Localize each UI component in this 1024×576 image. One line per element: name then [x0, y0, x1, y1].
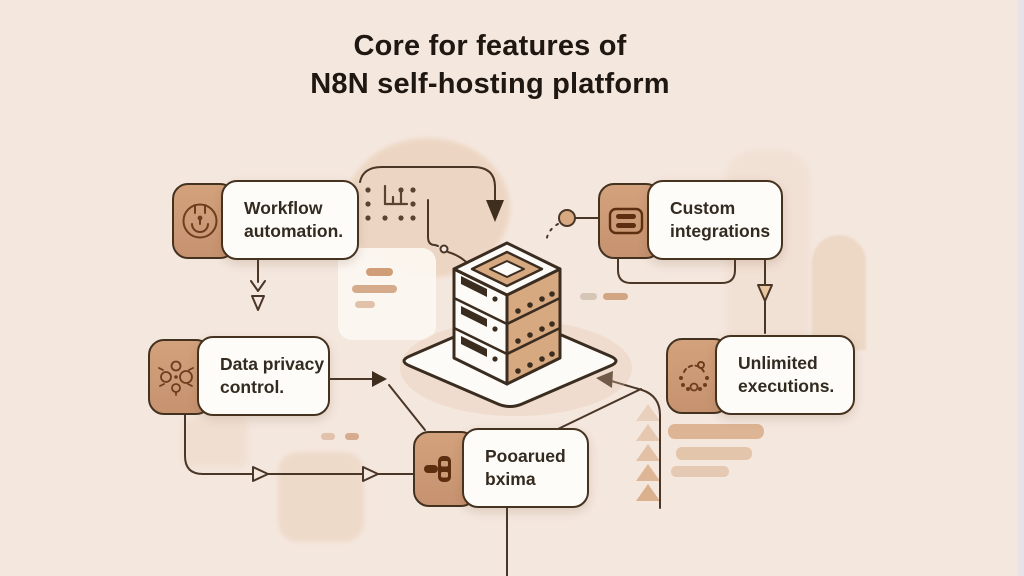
feature-card-workflow-automation: Workflow automation.: [172, 180, 372, 264]
dotted-arc: [545, 223, 559, 244]
faded-bar: [676, 447, 752, 460]
feature-label: Data privacy: [220, 354, 325, 375]
faded-bar: [352, 285, 397, 293]
diagonal-connector-left: [388, 384, 426, 431]
feature-label: automation.: [244, 221, 344, 241]
stepped-connector: [427, 199, 439, 247]
faded-bar: [668, 424, 764, 439]
server-stack-illustration: [400, 241, 632, 416]
faded-bar: [671, 466, 729, 477]
feature-card-unlimited-executions: Unlimited executions.: [666, 335, 866, 419]
label-panel: Custom integrations: [647, 180, 783, 260]
title-line-1: Core for features of: [353, 30, 627, 62]
right-arrowhead: [372, 371, 387, 387]
feature-label: integrations: [670, 221, 771, 241]
slab-separators: [453, 296, 561, 356]
connector-workflow-to-server: [359, 166, 496, 204]
diagonal-connector-right: [557, 388, 642, 430]
faded-bar: [355, 301, 375, 308]
circle-node: [558, 209, 576, 227]
outline-arrowhead: [362, 466, 379, 482]
feature-label: Custom: [670, 198, 736, 219]
outline-arrowhead: [251, 295, 265, 311]
server-slots: [461, 276, 498, 362]
left-arrowhead: [596, 371, 613, 388]
feature-card-bottom: Pooarued bxima: [413, 428, 613, 512]
node-dot: [439, 244, 449, 254]
faded-bar: [366, 268, 393, 276]
feature-card-data-privacy-control: Data privacy control.: [148, 336, 348, 420]
feature-label: bxima: [485, 469, 536, 489]
faded-dash: [345, 433, 359, 440]
label-panel: Workflow automation.: [221, 180, 359, 260]
power-circle-icon: [182, 203, 218, 239]
connector-privacy-to-bottom: [184, 414, 415, 475]
feature-card-custom-integrations: Custom integrations: [598, 180, 798, 264]
down-arrowhead: [486, 200, 504, 222]
label-panel: Data privacy control.: [197, 336, 330, 416]
feature-label: Workflow: [244, 198, 323, 219]
chevron-arrowhead: [250, 280, 266, 292]
bracket-connector: [617, 255, 736, 284]
page-title: Core for features of N8N self-hosting pl…: [0, 28, 980, 103]
label-panel: Pooarued bxima: [462, 428, 589, 508]
faded-dash: [580, 293, 597, 300]
connector-bottomright-to-server: [607, 379, 661, 509]
faded-dash: [321, 433, 335, 440]
dotted-loop-icon: [679, 361, 709, 392]
edge-strip: [1018, 0, 1024, 576]
feature-label: Pooarued: [485, 446, 566, 467]
label-panel: Unlimited executions.: [715, 335, 855, 415]
feature-label: executions.: [738, 376, 835, 396]
server-dots: [515, 291, 555, 374]
tan-arrowhead: [757, 284, 773, 302]
faded-chevron-column: [636, 404, 660, 501]
faded-card: [338, 248, 436, 340]
title-line-2: N8N self-hosting platform: [310, 67, 670, 100]
feature-label: control.: [220, 377, 285, 397]
outline-arrowhead: [252, 466, 269, 482]
dotted-circuit-icon: [365, 184, 416, 221]
faded-dash: [603, 293, 628, 300]
feature-label: Unlimited: [738, 353, 818, 374]
node-cluster-icon: [158, 360, 194, 396]
server-card-icon: [608, 207, 644, 235]
merge-blocks-icon: [424, 456, 451, 482]
